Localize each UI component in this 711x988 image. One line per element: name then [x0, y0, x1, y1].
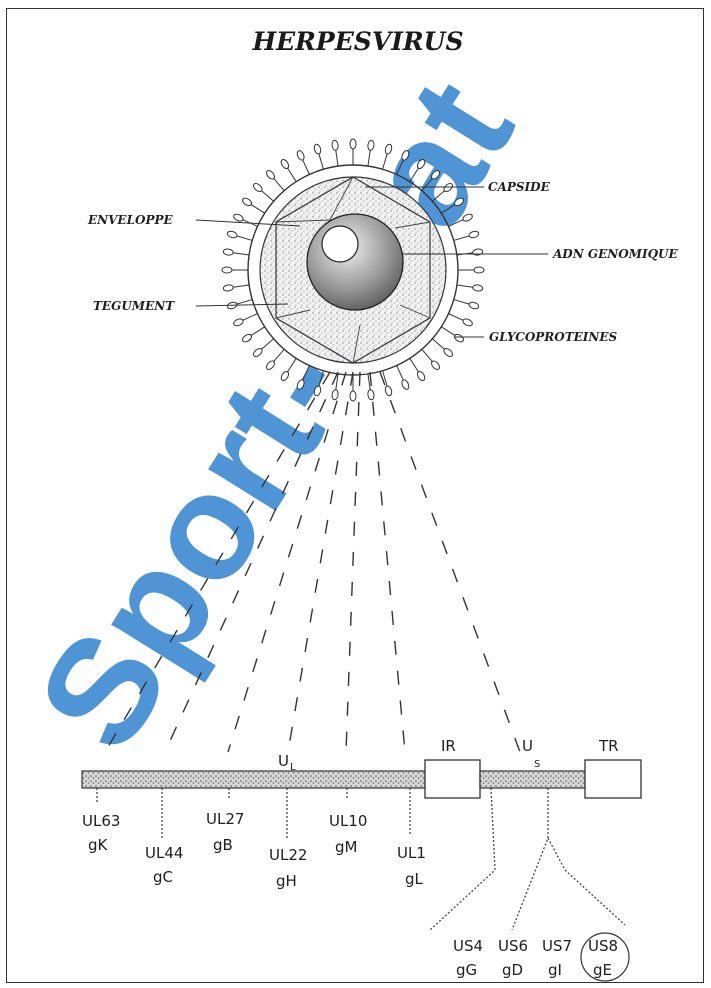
gene-ul63-locus: UL63	[82, 812, 120, 830]
gene-us8-protein: gE	[593, 961, 612, 979]
gene-ul10-protein: gM	[335, 838, 357, 856]
tr-label: TR	[598, 737, 619, 755]
glycoprotein-spike-stem	[432, 339, 445, 350]
genomic-dna-core	[307, 214, 403, 310]
gene-ul10-locus: UL10	[329, 812, 367, 830]
gene-us4-locus: US4	[453, 937, 483, 955]
gene-ul27-locus: UL27	[206, 810, 244, 828]
gene-ul44-protein: gC	[153, 868, 173, 886]
glycoprotein-spike-head	[474, 267, 484, 273]
gene-ul44-locus: UL44	[145, 844, 183, 862]
glycoprotein-spike-stem	[250, 204, 264, 213]
glycoprotein-spike-head	[296, 150, 306, 162]
glycoprotein-spike-head	[401, 379, 411, 391]
glycoprotein-spike-head	[350, 391, 356, 401]
glycoprotein-spike-head	[222, 267, 232, 273]
glycoprotein-spike-head	[331, 140, 338, 151]
label-enveloppe: ENVELOPPE	[87, 213, 174, 227]
glycoprotein-spike-head	[223, 248, 234, 255]
glycoprotein-spike-head	[226, 230, 237, 239]
glycoprotein-spike-stem	[441, 327, 455, 336]
gene-us8-locus: US8	[588, 937, 618, 955]
us7-marker	[548, 838, 565, 870]
label-capside: CAPSIDE	[488, 180, 551, 194]
glycoprotein-spike-stem	[273, 178, 284, 191]
unique-long-region	[82, 771, 425, 788]
glycoprotein-spike-head	[233, 213, 245, 223]
glycoprotein-spike-head	[350, 139, 356, 149]
us-subscript: S	[534, 759, 540, 770]
glycoprotein-spike-stem	[422, 349, 433, 362]
watermark: Sport-Grat	[5, 52, 545, 777]
glycoprotein-spike-head	[453, 333, 465, 343]
glycoprotein-spike-stem	[319, 153, 324, 169]
glycoprotein-spike-head	[472, 284, 483, 291]
glycoprotein-spike-stem	[236, 236, 252, 241]
ir-box	[425, 760, 480, 798]
gene-us6-locus: US6	[498, 937, 528, 955]
glycoprotein-spike-stem	[410, 358, 419, 372]
figure-title: HERPESVIRUS	[251, 27, 463, 56]
ir-label: IR	[441, 737, 456, 755]
label-adn-genomique: ADN GENOMIQUE	[552, 247, 678, 261]
glycoprotein-spike-stem	[232, 285, 249, 287]
genome-map	[82, 760, 641, 798]
glycoprotein-spike-head	[416, 370, 426, 382]
ul-subscript: L	[290, 762, 296, 773]
label-glycoproteines: GLYCOPROTEINES	[489, 330, 618, 344]
glycoprotein-spike-stem	[302, 159, 309, 174]
us-label: U	[522, 737, 533, 755]
glycoprotein-spike-head	[280, 158, 290, 170]
glycoprotein-spike-head	[223, 284, 234, 291]
glycoprotein-spike-head	[462, 318, 474, 328]
gene-ul1-protein: gL	[405, 870, 424, 888]
gene-labels: UL63 gK UL44 gC UL27 gB UL22 gH UL10 gM …	[82, 810, 629, 981]
tr-box	[585, 760, 641, 798]
svg-text:Sport-Grat: Sport-Grat	[5, 52, 545, 777]
glycoprotein-spike-stem	[287, 167, 296, 181]
gene-us7-locus: US7	[542, 937, 572, 955]
gene-ul27-protein: gB	[213, 836, 233, 854]
gene-us6-protein: gD	[502, 961, 523, 979]
glycoprotein-spike-head	[241, 197, 253, 207]
gene-ul22-locus: UL22	[269, 846, 307, 864]
unique-short-region	[480, 771, 585, 788]
glycoprotein-spike-head	[313, 143, 322, 154]
glycoprotein-spike-stem	[457, 285, 474, 287]
glycoprotein-spike-stem	[261, 190, 274, 201]
gene-us4-protein: gG	[456, 961, 477, 979]
label-tegument: TEGUMENT	[93, 299, 175, 313]
core-highlight	[322, 226, 358, 262]
gene-ul1-locus: UL1	[397, 844, 426, 862]
glycoprotein-spike-stem	[232, 253, 249, 255]
glycoprotein-spike-stem	[454, 300, 470, 305]
gene-ul22-protein: gH	[276, 872, 297, 890]
glycoprotein-spike-stem	[449, 314, 464, 321]
ul-label: U	[278, 752, 289, 770]
gene-ul63-protein: gK	[88, 836, 109, 854]
gene-us7-protein: gI	[548, 961, 562, 979]
glycoprotein-spike-head	[468, 301, 479, 310]
